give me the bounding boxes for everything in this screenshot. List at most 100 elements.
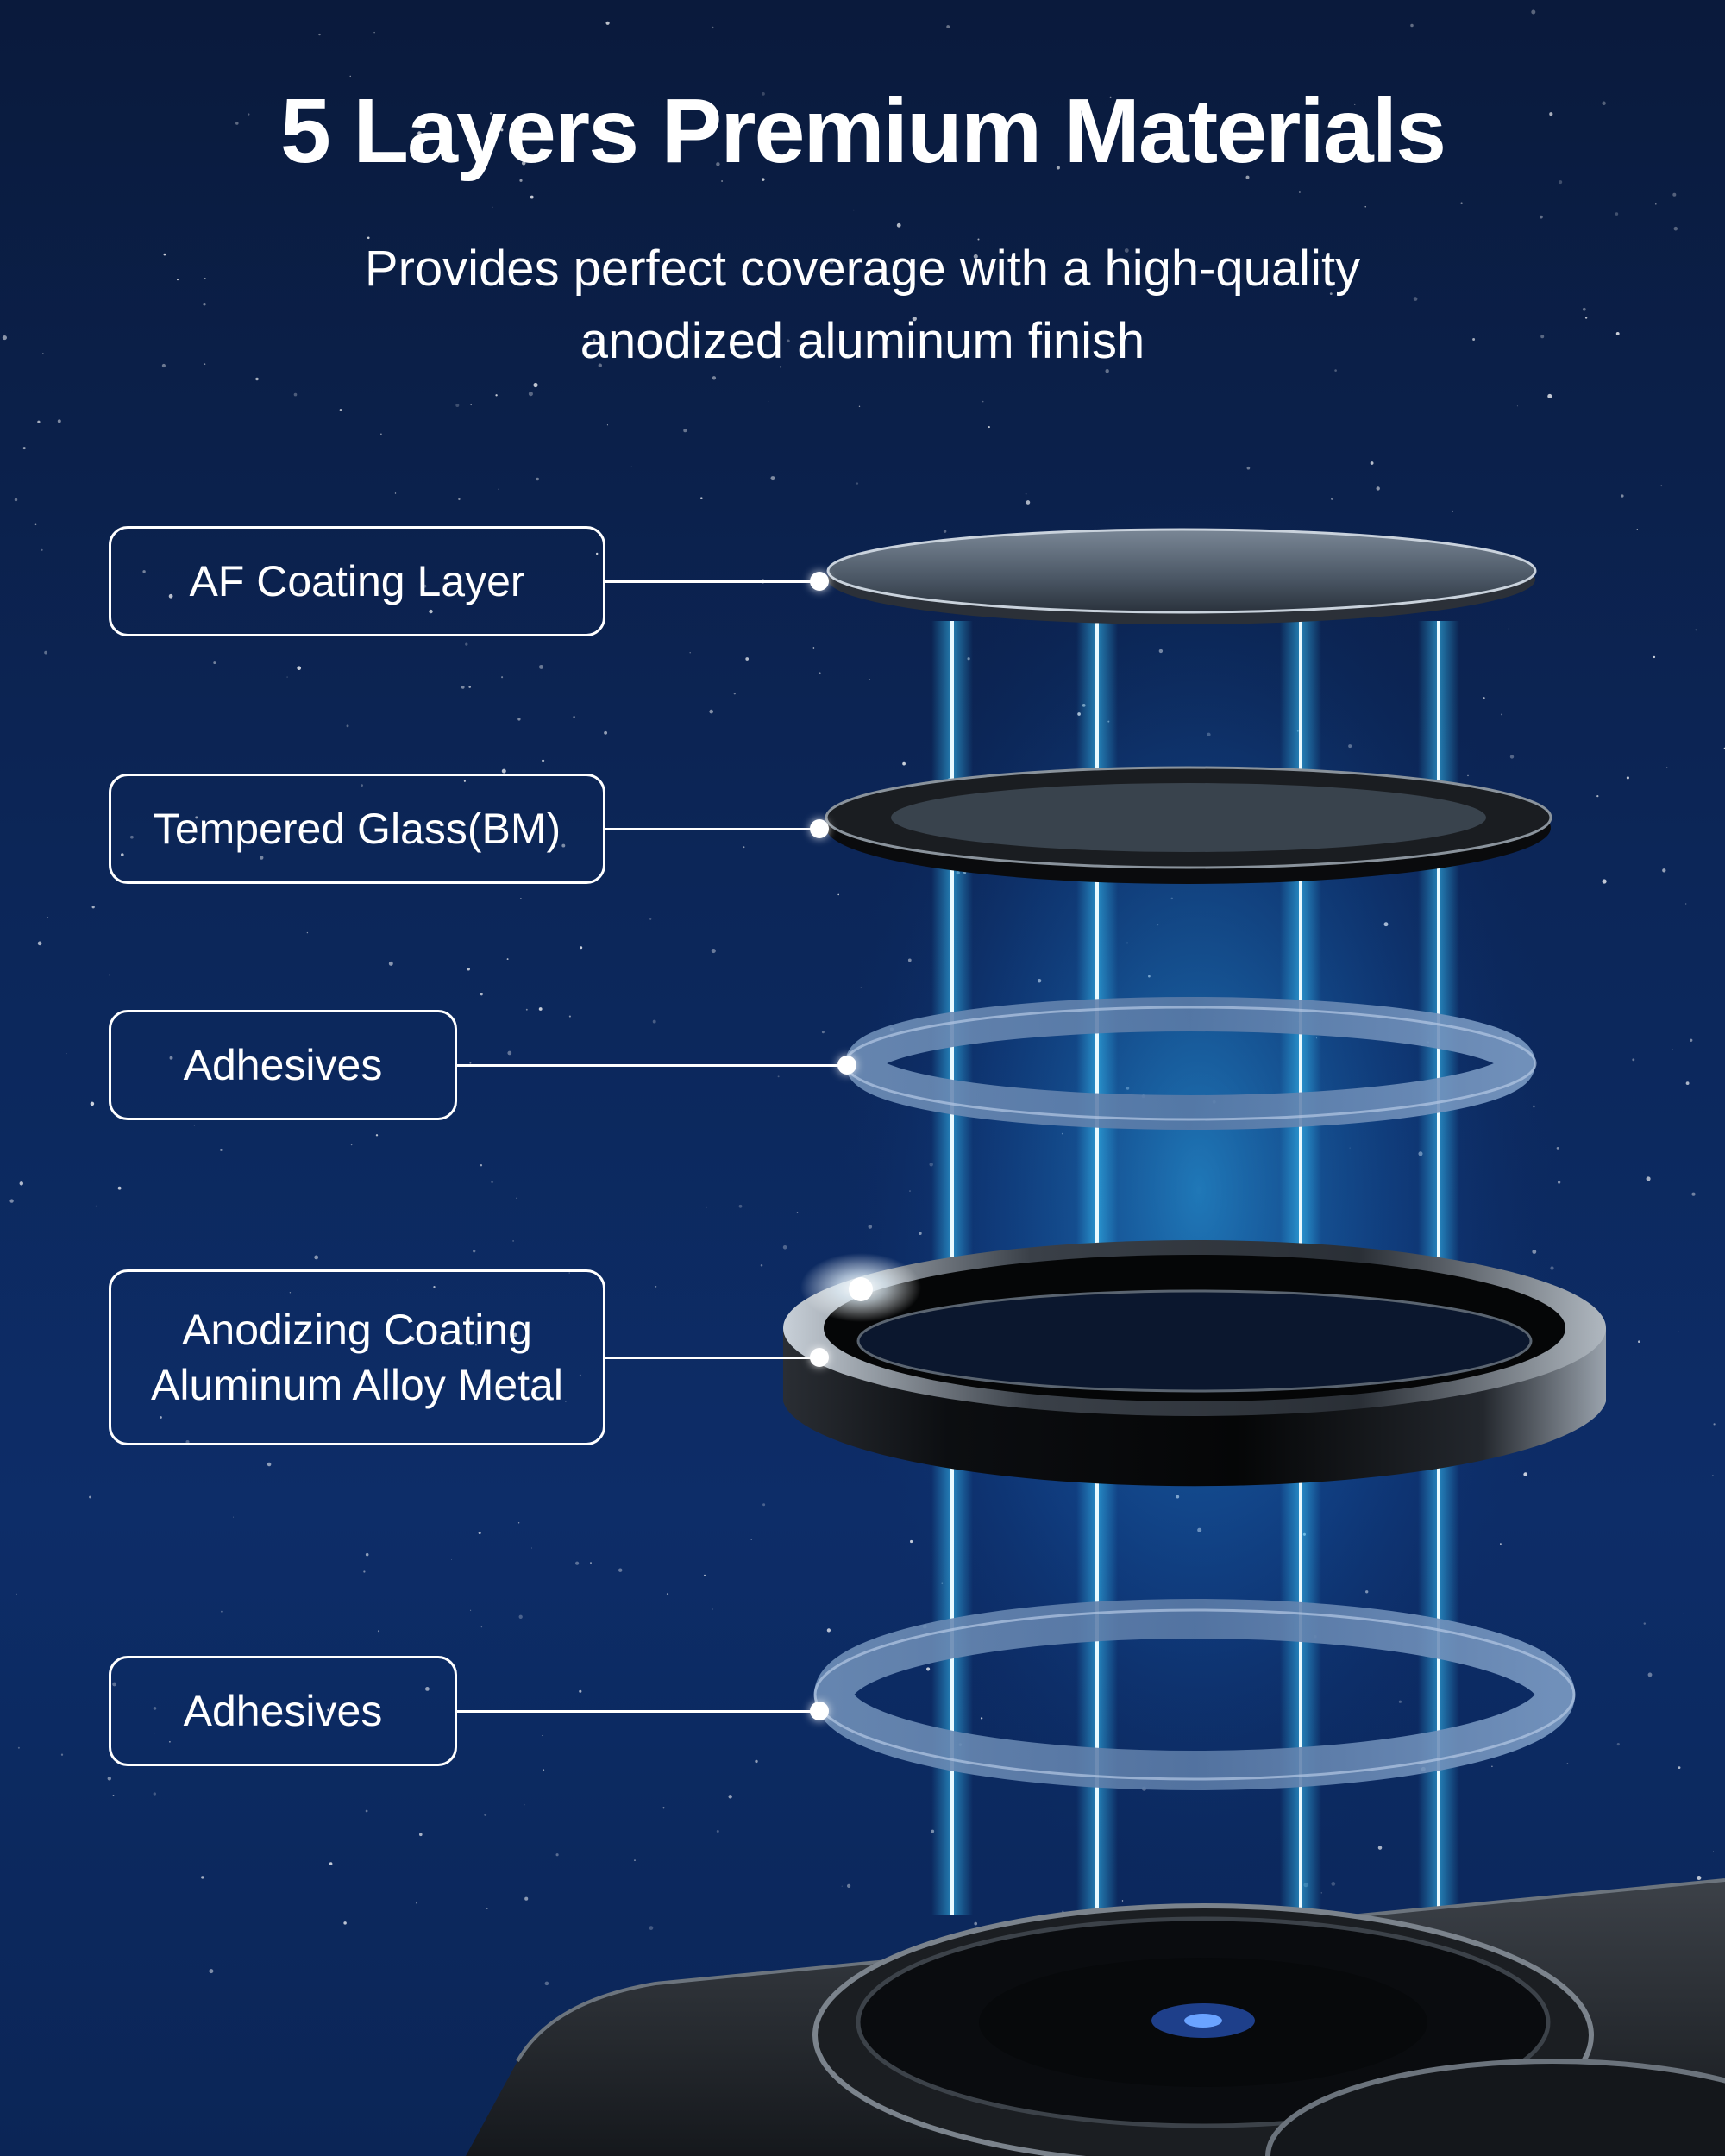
star — [363, 1570, 366, 1573]
star — [501, 768, 506, 774]
star — [1354, 103, 1356, 105]
star — [306, 931, 309, 934]
star — [19, 1181, 24, 1186]
page-subtitle: Provides perfect coverage with a high-qu… — [259, 233, 1466, 378]
star — [821, 1031, 825, 1034]
layer-aluminum-ring — [783, 1240, 1606, 1487]
star — [1246, 466, 1251, 470]
star — [856, 482, 859, 485]
star — [213, 661, 216, 665]
star — [60, 1753, 64, 1756]
star — [201, 1876, 204, 1879]
star — [429, 609, 433, 614]
star — [568, 1015, 571, 1018]
star — [704, 1574, 706, 1576]
star — [652, 1019, 656, 1024]
star — [380, 433, 382, 435]
star — [539, 664, 543, 669]
star — [501, 676, 504, 679]
star — [760, 1263, 763, 1267]
star — [204, 363, 206, 365]
star — [946, 25, 950, 28]
leader-line — [457, 1710, 819, 1713]
star — [683, 429, 687, 433]
star — [543, 1769, 545, 1771]
label-tempered-glass: Tempered Glass(BM) — [109, 774, 605, 884]
star — [738, 1204, 743, 1208]
star — [255, 377, 259, 381]
star — [343, 1921, 347, 1925]
label-adhesives-top: Adhesives — [109, 1010, 457, 1120]
star — [361, 784, 363, 787]
label-text: AF Coating Layer — [189, 557, 525, 605]
star — [44, 650, 47, 655]
star — [1584, 317, 1588, 319]
label-text: Anodizing Coating Aluminum Alloy Metal — [151, 1302, 563, 1413]
star — [506, 958, 509, 961]
star — [9, 1199, 14, 1203]
star — [1602, 101, 1606, 106]
star — [520, 898, 522, 899]
star — [524, 1896, 529, 1901]
star — [598, 363, 602, 367]
star — [1540, 215, 1543, 219]
star — [1483, 697, 1485, 699]
star — [869, 679, 871, 680]
star — [1713, 1423, 1716, 1426]
star — [153, 1792, 156, 1796]
star — [575, 1561, 580, 1565]
star — [473, 1250, 476, 1253]
star — [606, 424, 608, 426]
star — [107, 1777, 111, 1781]
star — [1621, 494, 1624, 498]
star — [1672, 1049, 1673, 1050]
star — [293, 392, 298, 397]
star — [1685, 903, 1687, 905]
star — [480, 1164, 483, 1167]
star — [590, 1562, 592, 1564]
star — [486, 1908, 488, 1910]
star — [733, 693, 736, 695]
star — [745, 657, 750, 661]
label-text: Adhesives — [183, 1041, 383, 1089]
star — [516, 1197, 518, 1199]
star — [988, 426, 990, 429]
star — [1615, 212, 1619, 216]
leader-line — [605, 828, 819, 830]
star — [461, 686, 465, 689]
star — [579, 1689, 582, 1693]
star — [528, 392, 533, 397]
star — [367, 236, 370, 240]
phone-camera-module — [466, 1878, 1725, 2156]
star — [1491, 1765, 1493, 1768]
star — [1602, 879, 1607, 884]
star — [531, 1547, 533, 1549]
star — [91, 906, 95, 909]
star — [1370, 461, 1374, 465]
star — [1377, 1846, 1383, 1850]
label-text: Tempered Glass(BM) — [153, 805, 561, 853]
label-adhesives-bottom: Adhesives — [109, 1656, 457, 1766]
star — [1364, 206, 1366, 208]
star — [425, 1687, 430, 1691]
leader-line — [605, 580, 819, 583]
star — [1626, 776, 1629, 780]
star — [373, 31, 375, 34]
star — [649, 1926, 654, 1930]
star — [350, 1144, 353, 1146]
star — [259, 856, 264, 860]
star — [1691, 1192, 1696, 1196]
star — [297, 666, 302, 671]
star — [1151, 154, 1153, 157]
star — [604, 730, 608, 735]
star — [1025, 492, 1027, 495]
second-camera-lens — [1265, 2059, 1725, 2156]
leader-line — [457, 1064, 847, 1067]
star — [57, 419, 61, 423]
star — [1547, 393, 1552, 398]
star — [377, 1630, 380, 1633]
star — [1026, 500, 1031, 505]
star — [518, 718, 521, 721]
star — [541, 759, 545, 763]
